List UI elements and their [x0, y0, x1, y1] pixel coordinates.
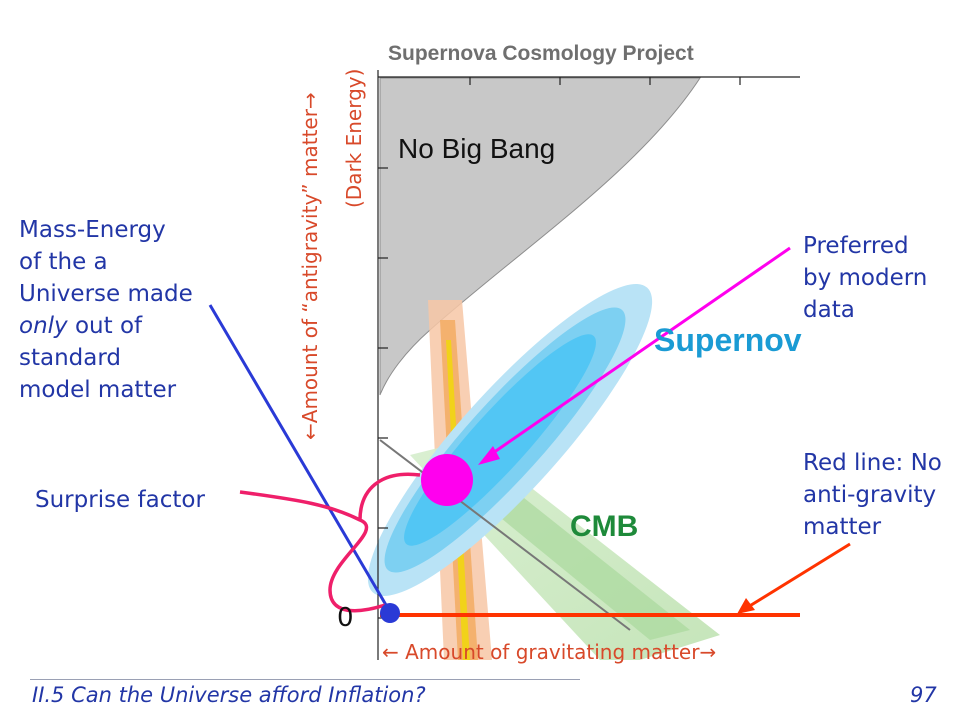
preferred-annotation: Preferred by modern data [803, 230, 927, 326]
annotation-line: matter [803, 514, 882, 540]
red-line-arrow [747, 542, 851, 609]
flat-universe-line [379, 439, 631, 631]
footer-divider [30, 679, 580, 680]
annotation-line: Universe made [19, 281, 193, 307]
annotation-line: Preferred [803, 233, 909, 259]
no-big-bang-label: No Big Bang [398, 133, 556, 164]
y-axis-label: ←Amount of “antigravity” matter→ [298, 92, 322, 440]
red-line-arrowhead [737, 598, 755, 614]
origin-marker [380, 603, 400, 623]
annotation-line: Red line: No [803, 450, 942, 476]
red-line-annotation: Red line: No anti-gravity matter [803, 447, 960, 543]
mass-energy-annotation: Mass-Energy of the a Universe made only … [19, 214, 193, 406]
annotation-line: anti-gravity [803, 482, 937, 508]
y-axis-sublabel: (Dark Energy) [342, 68, 366, 208]
annotation-line: only out of [19, 310, 193, 342]
surprise-factor-label: Surprise factor [35, 487, 205, 513]
annotation-line: Mass-Energy [19, 217, 166, 243]
annotation-line: of the a [19, 249, 108, 275]
plot-axes [377, 70, 800, 660]
emphasis-only: only [19, 313, 68, 339]
annotation-line: data [803, 297, 855, 323]
no-big-bang-region [379, 77, 701, 396]
preferred-arrowhead [478, 446, 500, 465]
annotation-text: out of [67, 313, 143, 339]
page-number: 97 [910, 683, 937, 707]
footer-title: II.5 Can the Universe afford Inflation? [32, 683, 426, 707]
x-axis-label: ← Amount of gravitating matter→ [382, 640, 717, 664]
origin-zero-label: 0 [337, 603, 354, 633]
cmb-label: CMB [570, 510, 639, 543]
surprise-factor-arrow [239, 472, 421, 613]
annotation-line: standard [19, 345, 122, 371]
preferred-arrow [489, 246, 791, 457]
mass-energy-pointer [208, 304, 388, 606]
preferred-point-marker [421, 454, 473, 506]
annotation-line: model matter [19, 377, 177, 403]
plot-title: Supernova Cosmology Project [388, 42, 694, 65]
supernova-label: Supernov [654, 322, 802, 358]
annotation-line: by modern [803, 265, 928, 291]
